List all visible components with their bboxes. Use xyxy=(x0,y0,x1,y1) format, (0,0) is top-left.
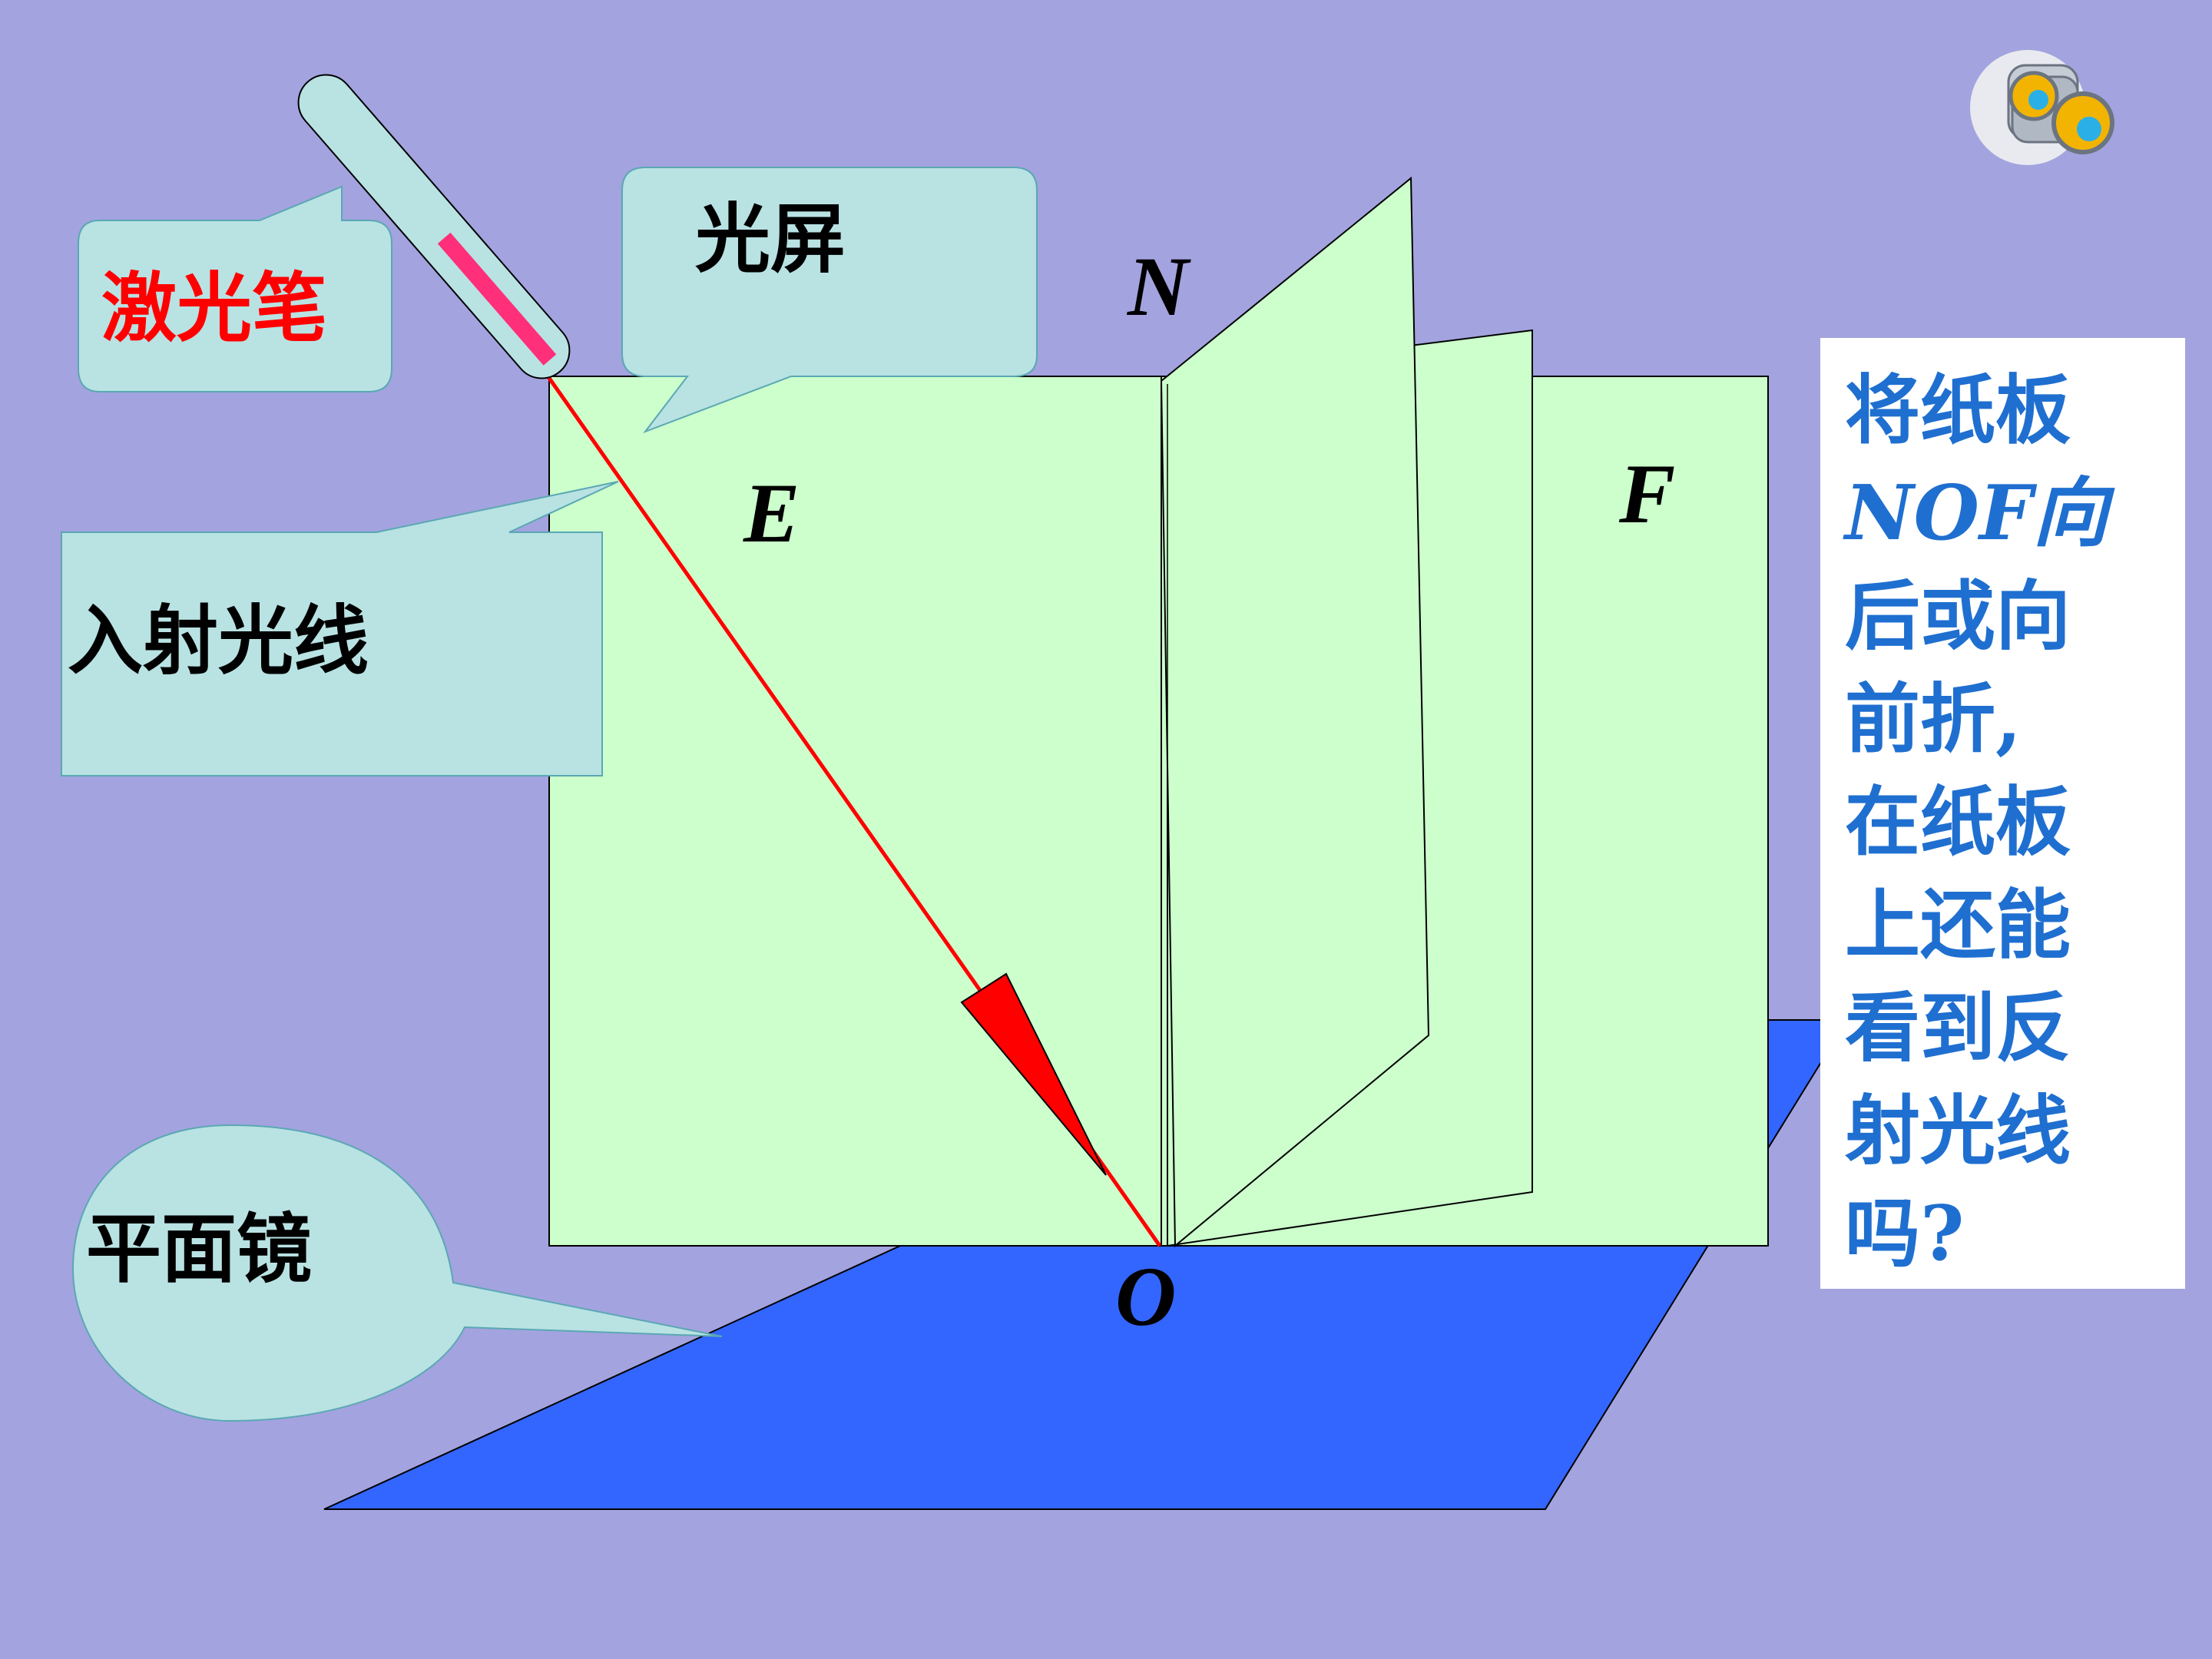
binoculars-icon xyxy=(1970,50,2114,165)
question-line: 后或向 xyxy=(1845,572,2071,661)
laser-pen-label: 激光笔 xyxy=(101,264,327,353)
question-line: 吗? xyxy=(1845,1190,1965,1278)
callout-incident-ray xyxy=(61,481,619,777)
plane-mirror-label: 平面镜 xyxy=(86,1205,312,1293)
callout-light-screen xyxy=(621,167,1038,434)
ray-arrowhead xyxy=(960,972,1107,1176)
label-F: F xyxy=(1618,447,1675,541)
callout-plane-mirror xyxy=(71,1124,723,1422)
question-line: 前折, xyxy=(1845,675,2022,763)
label-O: O xyxy=(1115,1250,1176,1343)
incident-ray-label: 入射光线 xyxy=(68,597,369,685)
question-line: 将纸板 xyxy=(1845,366,2071,455)
light-screen-label: 光屏 xyxy=(695,195,846,283)
question-line: 在纸板 xyxy=(1845,778,2071,866)
question-box: 将纸板 NOF向 后或向 前折, 在纸板 上还能 看到反 射光线 吗? xyxy=(1820,338,2185,1289)
laser-pen xyxy=(297,74,571,379)
label-E: E xyxy=(743,466,800,560)
label-N: N xyxy=(1126,240,1191,333)
question-line: NOF向 xyxy=(1845,469,2108,558)
question-line: 看到反 xyxy=(1845,984,2071,1072)
folded-panel-front xyxy=(1160,176,1430,1248)
question-line: 上还能 xyxy=(1845,881,2071,969)
callout-laser-pen xyxy=(78,185,392,392)
question-line: 射光线 xyxy=(1845,1087,2071,1175)
